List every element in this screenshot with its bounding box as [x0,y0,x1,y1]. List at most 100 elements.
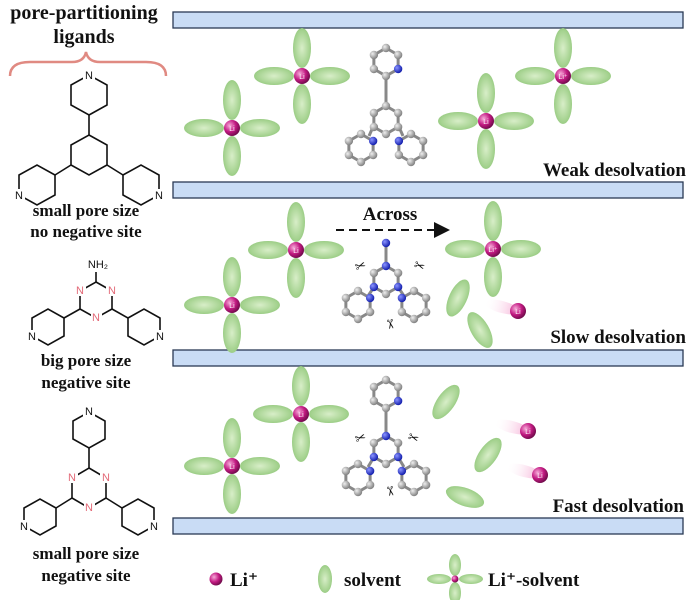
carbon-atom [344,136,354,146]
nitrogen-atom [397,293,407,303]
nitrogen-atom [365,293,375,303]
carbon-atom [409,314,419,324]
solvent-molecule [484,201,502,241]
nitrogen-atom [369,452,379,462]
nitrogen-atom [393,396,403,406]
solvent-molecule [474,437,502,473]
li-ion-label: Li [515,309,521,316]
ligand-2-caption-2: negative site [41,373,131,392]
solvent-molecule [459,574,483,584]
li-ion [288,242,304,258]
solvent-molecule [477,73,495,113]
carbon-atom [369,268,379,278]
li-solvent-complex: Li⁺ [445,201,541,297]
ligand-1-caption-1: small pore size [33,201,140,220]
scissors-icon: ✂ [382,318,399,331]
solvent-molecule [310,67,350,85]
li-solvent-complex: Li [184,80,280,176]
carbon-atom [393,122,403,132]
solvent-molecule [292,366,310,406]
solvent-molecule [449,582,461,600]
triazine-n-label: N [68,472,76,484]
ligands-heading-2: ligands [53,26,114,48]
weak-desolvation-label: Weak desolvation [543,160,686,181]
solvent-molecule [253,405,293,423]
carbon-atom [393,50,403,60]
free-li-ion: Li [484,299,526,319]
ligand-1-structure [18,74,160,206]
solvent-molecule [309,405,349,423]
carbon-atom [406,157,416,167]
nitrogen-atom [368,136,378,146]
carbon-atom [353,459,363,469]
carbon-atom [381,289,391,299]
solvent-molecule [254,67,294,85]
solvent-molecule [304,241,344,259]
carbon-atom [421,466,431,476]
nitrogen-atom [397,466,407,476]
li-ion [485,241,501,257]
ball-stick-ligands: ✂✂✂✂✂✂ [341,43,431,498]
ligand-3-caption-1: small pore size [33,544,140,563]
li-ion-label: Li [483,119,489,126]
li-ion [451,575,459,583]
solvent-molecule [427,574,451,584]
carbon-atom [381,43,391,53]
ligand-model-top [344,43,428,167]
solvent-molecule [223,474,241,514]
carbon-atom [368,150,378,160]
across-label: Across [363,204,418,225]
carbon-atom [341,293,351,303]
legend: Li⁺ solvent Li⁺-solvent [209,554,580,600]
carbon-atom [381,375,391,385]
carbon-atom [369,396,379,406]
solvent-molecule [287,202,305,242]
atom-n-label: N [15,190,23,202]
ligands-heading: pore-partitioning [10,2,157,24]
legend-complex-label: Li⁺-solvent [488,570,580,591]
carbon-atom [393,382,403,392]
legend-li-label: Li⁺ [230,570,258,591]
solvent-molecule [477,129,495,169]
nitrogen-atom [365,466,375,476]
li-ion [224,458,240,474]
carbon-atom [365,307,375,317]
carbon-atom [369,122,379,132]
carbon-atom [418,136,428,146]
li-ion [478,113,494,129]
triazine-n-label: N [108,285,116,297]
solvent-molecule [293,84,311,124]
solvent-molecule [571,67,611,85]
li-ion-label: Li [229,303,235,310]
atom-n-label: N [85,70,93,82]
li-solvent-complex: Li⁺ [515,28,611,124]
amine-label: NH₂ [88,259,108,271]
nitrogen-atom [381,261,391,271]
li-ion-label: Li [229,464,235,471]
nitrogen-atom [394,136,404,146]
li-ion [520,423,536,439]
solvent-molecule [292,422,310,462]
pore-wall [172,349,684,367]
fast-desolvation-label: Fast desolvation [553,496,685,517]
ligands-bracket [8,51,168,77]
li-ion [510,303,526,319]
atom-n-label: N [155,190,163,202]
li-ion-label: Li [299,74,305,81]
carbon-atom [356,129,366,139]
carbon-atom [341,307,351,317]
carbon-atom [406,129,416,139]
carbon-atom [409,487,419,497]
carbon-atom [381,71,391,81]
carbon-atom [353,286,363,296]
triazine-n-label: N [85,502,93,514]
li-solvent-complex: Li [254,28,350,124]
pore-walls [172,11,684,535]
scissors-icon: ✂ [353,429,368,447]
atom-n-label: N [85,406,93,418]
carbon-atom [409,286,419,296]
solvent-molecule [184,296,224,314]
benzene-ring [70,134,108,176]
